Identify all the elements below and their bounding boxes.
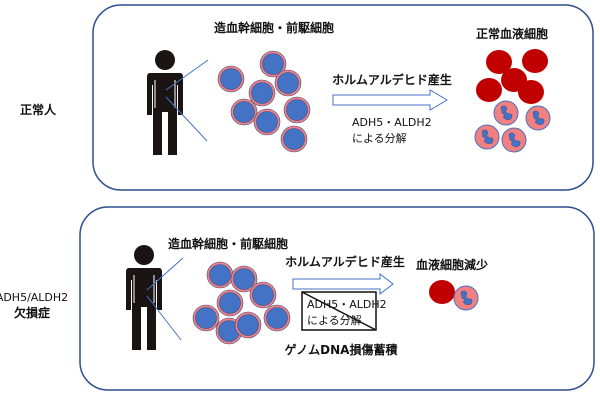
normal-row-label: 正常人 — [20, 102, 57, 117]
white-blood-cell — [453, 285, 479, 311]
zoom-line — [146, 257, 184, 291]
stem-cell-title: 造血幹細胞・前駆細胞 — [168, 236, 288, 251]
stem-cell-title: 造血幹細胞・前駆細胞 — [214, 20, 334, 35]
enzyme-label: ADH5・ALDH2 — [352, 116, 432, 129]
enzyme-label: ADH5・ALDH2 — [307, 298, 387, 311]
zoom-line — [146, 295, 182, 341]
zoom-line — [165, 96, 208, 142]
deficient-panel — [79, 206, 595, 391]
strike-line — [301, 291, 377, 331]
deficient-row-label-2: 欠損症 — [14, 305, 50, 320]
stem-cell-cluster — [217, 50, 311, 153]
deficient-row-label: ADH5/ALDH2 — [0, 291, 68, 304]
zoom-line — [165, 59, 209, 91]
red-blood-cells — [476, 49, 548, 104]
formaldehyde-label: ホルムアルデヒド産生 — [332, 72, 452, 87]
normal-blood-title: 正常血液細胞 — [476, 26, 548, 41]
red-blood-cell — [429, 280, 455, 304]
person-icon — [146, 49, 184, 156]
normal-panel — [92, 4, 594, 191]
degradation-label: による分解 — [352, 131, 407, 145]
blood-reduction-title: 血液細胞減少 — [416, 257, 488, 272]
degradation-label: による分解 — [307, 313, 362, 327]
process-arrow — [332, 89, 448, 111]
dna-damage-label: ゲノムDNA損傷蓄積 — [285, 342, 399, 357]
white-blood-cells — [474, 100, 551, 153]
person-icon — [125, 244, 163, 351]
formaldehyde-label: ホルムアルデヒド産生 — [285, 254, 405, 269]
process-arrow — [292, 272, 394, 296]
stem-cell-cluster — [192, 261, 291, 345]
